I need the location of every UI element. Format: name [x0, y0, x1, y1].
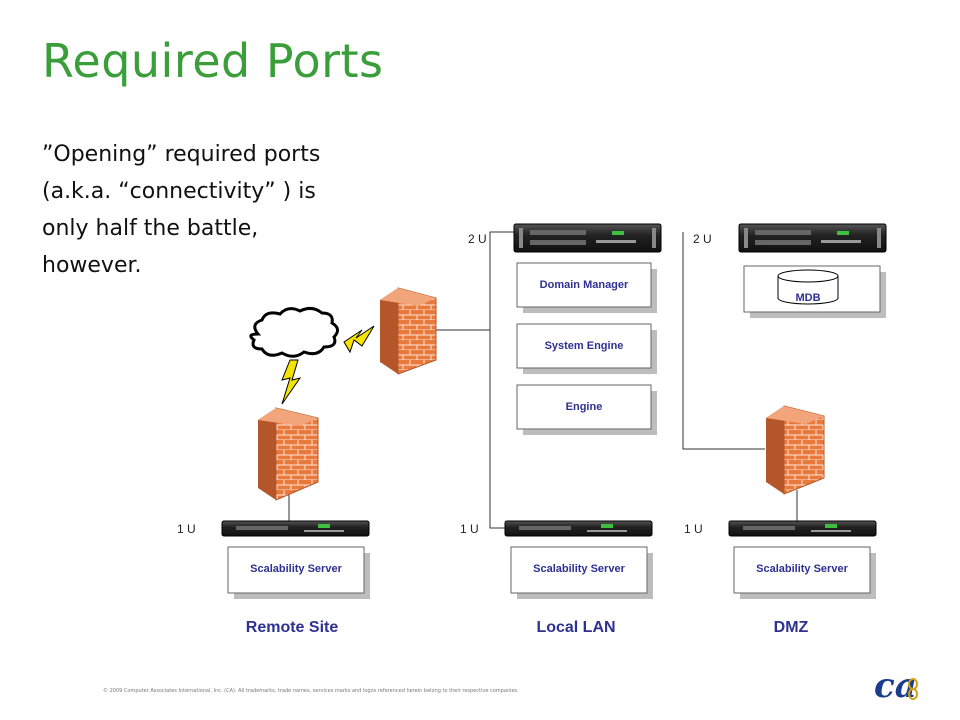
body-line: however. — [42, 253, 142, 278]
domain-manager-box: Domain Manager — [516, 262, 657, 313]
slide-body: ”Opening” required ports (a.k.a. “connec… — [42, 136, 402, 284]
box-label: Scalability Server — [250, 563, 342, 575]
server-2u-icon — [738, 223, 887, 253]
body-line: only half the battle, — [42, 216, 259, 241]
server-1u-icon — [504, 520, 653, 537]
rack-unit-label: 1 U — [684, 522, 703, 536]
mdb-box: MDB — [743, 265, 886, 318]
connection-lines — [288, 231, 798, 529]
engine-box: Engine — [516, 384, 657, 435]
link-firewall-to-lan — [434, 231, 517, 331]
cloud-icon — [249, 306, 339, 358]
server-1u-icon — [728, 520, 877, 537]
scalability-server-box: Scalability Server — [510, 546, 653, 599]
site-label-dmz: DMZ — [774, 619, 809, 636]
database-icon — [777, 276, 839, 305]
link-lan-to-local-server — [489, 330, 507, 529]
system-engine-box: System Engine — [516, 323, 657, 374]
ca-logo: ca — [874, 666, 918, 706]
link-lan-to-dmz-firewall — [682, 232, 765, 450]
rack-unit-label: 2 U — [693, 232, 712, 246]
rack-unit-label: 2 U — [468, 232, 487, 246]
scalability-server-box: Scalability Server — [227, 546, 370, 599]
rack-unit-label: 1 U — [460, 522, 479, 536]
lightning-icon — [343, 325, 375, 354]
site-label-local: Local LAN — [536, 619, 615, 636]
box-label: System Engine — [545, 340, 624, 352]
copyright-footer: © 2009 Computer Associates International… — [103, 688, 519, 694]
firewall-icon — [380, 287, 437, 375]
firewall-icon — [258, 407, 319, 501]
server-1u-icon — [221, 520, 370, 537]
box-label: Domain Manager — [540, 279, 629, 291]
body-line: (a.k.a. “connectivity” ) is — [42, 179, 316, 204]
site-label-remote: Remote Site — [246, 619, 339, 636]
box-label: Scalability Server — [756, 563, 848, 575]
logo-text: ca — [874, 666, 917, 706]
box-label: Engine — [566, 401, 603, 413]
lightning-icon — [281, 359, 302, 405]
rack-unit-label: 1 U — [177, 522, 196, 536]
box-label: Scalability Server — [533, 563, 625, 575]
firewall-icon — [766, 405, 825, 495]
body-line: ”Opening” required ports — [42, 142, 321, 167]
server-2u-icon — [513, 223, 662, 253]
box-label: MDB — [795, 292, 820, 304]
slide-title: Required Ports — [42, 34, 384, 88]
scalability-server-box: Scalability Server — [733, 546, 876, 599]
